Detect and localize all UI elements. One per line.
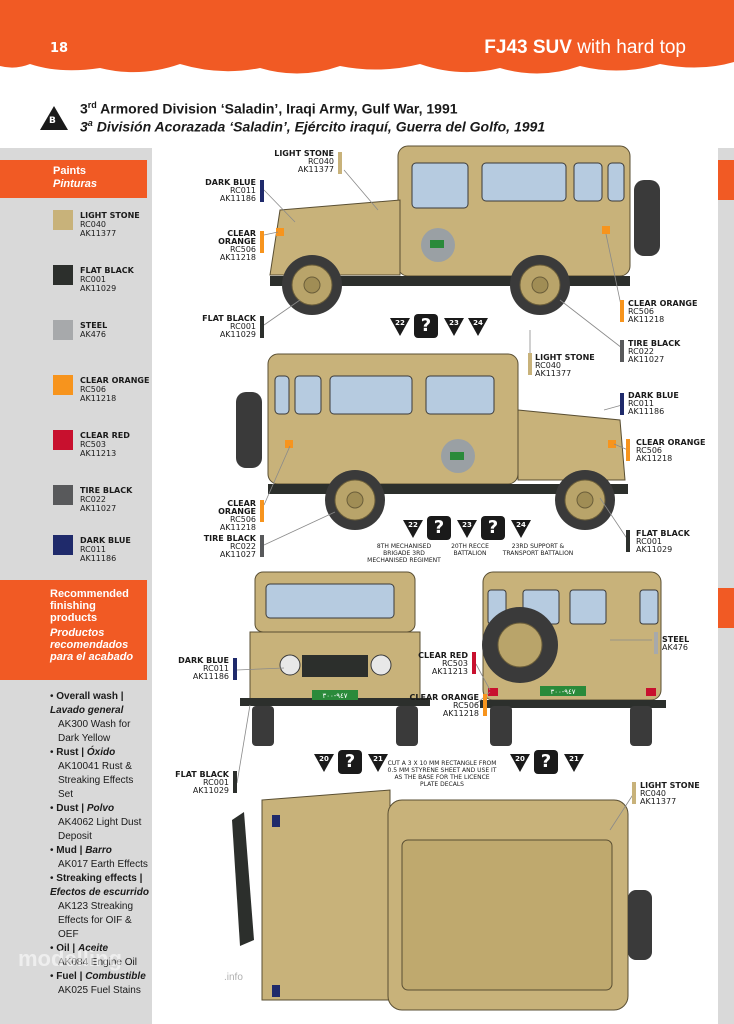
paint-swatch — [53, 320, 73, 340]
callout-swatch-dark-blue — [260, 180, 264, 202]
paint-swatch — [53, 430, 73, 450]
callout-swatch-flat-black-3 — [233, 771, 237, 793]
callout-swatch-clear-orange-3 — [626, 439, 630, 461]
scheme-title: 3rd Armored Division ‘Saladin’, Iraqi Ar… — [80, 100, 458, 117]
callout-swatch-steel — [654, 632, 658, 654]
callout-swatch-clear-orange — [260, 231, 264, 253]
paint-swatch — [53, 485, 73, 505]
note-support: 23RD SUPPORT & TRANSPORT BATTALION — [502, 543, 574, 557]
finishing-product-item: • Streaking effects | Efectos de escurri… — [50, 873, 149, 940]
right-edge-strip — [718, 148, 734, 1024]
front-view: ٩٤٧-٣٠٠ — [240, 571, 430, 746]
recommended-heading-band — [0, 580, 147, 680]
page-header: 18 FJ43 SUV with hard top — [0, 0, 734, 74]
paint-swatch — [53, 535, 73, 555]
callout-swatch-clear-red — [472, 652, 476, 674]
side-view-left — [269, 145, 660, 316]
side-view-right — [236, 353, 628, 531]
top-view — [232, 789, 652, 1011]
page-number: 18 — [50, 41, 69, 56]
paint-swatch — [53, 210, 73, 230]
callout-swatch-clear-orange-5 — [483, 694, 487, 716]
decal-marker: ? — [534, 750, 558, 774]
paint-swatch — [53, 375, 73, 395]
decal-marker: ? — [481, 516, 505, 540]
decal-marker: ? — [427, 516, 451, 540]
note-recce: 20TH RECCE BATTALION — [451, 543, 489, 557]
recommended-heading: Recommended finishing products — [50, 588, 129, 624]
front-licence-plate: ٩٤٧-٣٠٠ — [322, 692, 347, 700]
watermark: modelling — [18, 946, 122, 971]
rear-view: ٩٤٧-٣٠٠ — [480, 571, 666, 746]
callout-swatch-light-stone-3 — [632, 782, 636, 804]
rear-licence-plate: ٩٤٧-٣٠٠ — [550, 688, 575, 696]
callout-swatch-light-stone — [338, 152, 342, 174]
callout-swatch-clear-orange-2 — [620, 300, 624, 322]
scheme-title-es: 3a División Acorazada ‘Saladin’, Ejércit… — [80, 118, 546, 135]
callout-swatch-flat-black-2 — [626, 530, 630, 552]
decal-marker: ? — [414, 314, 438, 338]
callout-swatch-tire-black-2 — [260, 535, 264, 557]
note-licence-plate: CUT A 3 X 10 MM RECTANGLE FROM 0.5 MM ST… — [387, 760, 497, 788]
callout-swatch-clear-orange-4 — [260, 500, 264, 522]
paints-heading-band — [0, 160, 147, 198]
header-grunge-edge — [0, 54, 734, 74]
page-header-title: FJ43 SUV with hard top — [484, 37, 686, 58]
callout-swatch-dark-blue-3 — [233, 658, 237, 680]
note-brigade: 8TH MECHANISED BRIGADE 3RD MECHANISED RE… — [367, 543, 441, 564]
scheme-badge: B — [40, 106, 68, 130]
watermark-domain: .info — [224, 972, 243, 983]
recommended-heading-es: Productos recomendados para el acabado — [50, 627, 134, 663]
callout-swatch-dark-blue-2 — [620, 393, 624, 415]
decal-marker: ? — [338, 750, 362, 774]
callout-swatch-tire-black — [620, 340, 624, 362]
callout-swatch-flat-black — [260, 316, 264, 338]
callout-lines — [236, 169, 652, 831]
callout-swatch-light-stone-2 — [528, 353, 532, 375]
paint-swatch — [53, 265, 73, 285]
